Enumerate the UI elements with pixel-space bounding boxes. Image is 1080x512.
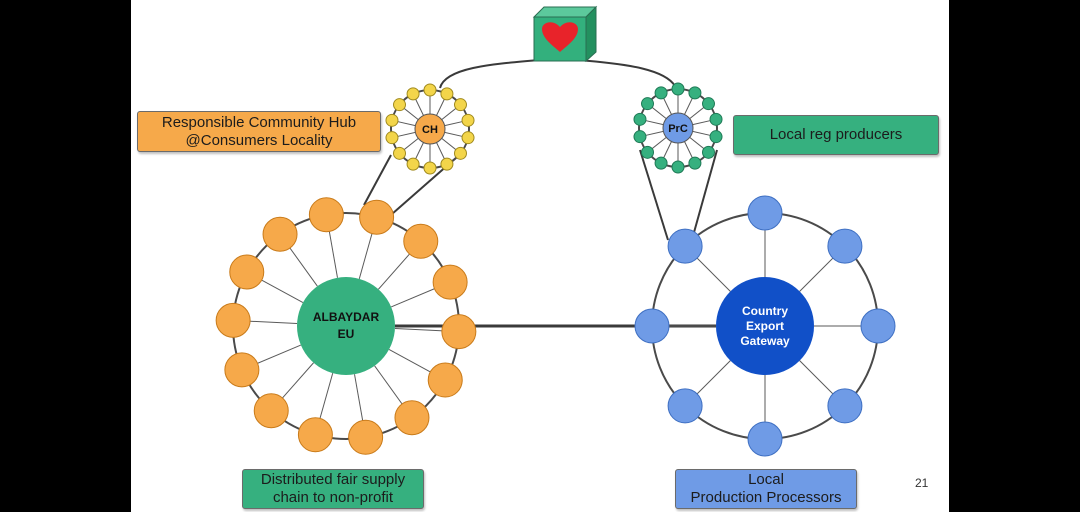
supply-chain-label: Distributed fair supply chain to non-pro… xyxy=(242,469,424,509)
prc-node xyxy=(688,86,702,100)
prc-hub xyxy=(662,112,694,144)
ch-node xyxy=(461,113,475,127)
prc-node xyxy=(701,145,715,159)
heart-cube-icon xyxy=(532,5,598,63)
prc-node xyxy=(654,86,668,100)
prc-node xyxy=(641,97,655,111)
gateway-node xyxy=(634,308,670,344)
gateway-node xyxy=(860,308,896,344)
prc-node xyxy=(688,156,702,170)
albaydar-node xyxy=(253,393,289,429)
prc-node xyxy=(654,156,668,170)
ch-node xyxy=(393,98,407,112)
supply-chain-line2: chain to non-profit xyxy=(272,489,394,506)
ch-node xyxy=(453,98,467,112)
zoom-line-prc-left xyxy=(639,149,669,241)
local-producers-label: Local reg producers xyxy=(733,115,939,155)
ch-node xyxy=(385,131,399,145)
gateway-network xyxy=(634,195,896,457)
ch-node xyxy=(440,87,454,101)
ch-node xyxy=(406,157,420,171)
processors-line2: Production Processors xyxy=(690,489,842,506)
albaydar-node xyxy=(224,352,260,388)
albaydar-label-line1: ALBAYDAR xyxy=(313,310,380,324)
ch-label: CH xyxy=(422,124,438,136)
gateway-label-line2: Export xyxy=(746,319,784,333)
processors-line1: Local xyxy=(748,471,784,488)
albaydar-label-line2: EU xyxy=(338,327,355,341)
gateway-label-line3: Gateway xyxy=(740,334,790,348)
albaydar-node xyxy=(403,223,439,259)
albaydar-node xyxy=(262,216,298,252)
prc-node xyxy=(633,112,647,126)
ch-hub xyxy=(414,113,446,145)
gateway-hub xyxy=(716,277,814,375)
gateway-label-line1: Country xyxy=(742,304,788,318)
community-hub-line2: @Consumers Locality xyxy=(185,131,333,149)
albaydar-node xyxy=(229,254,265,290)
albaydar-node xyxy=(215,302,251,338)
prc-node xyxy=(709,112,723,126)
prc-node xyxy=(633,130,647,144)
connector-heart-to-prc xyxy=(577,59,676,87)
zoom-line-ch-left xyxy=(363,154,392,206)
community-hub-line1: Responsible Community Hub xyxy=(161,113,357,131)
albaydar-node xyxy=(308,197,344,233)
ch-node xyxy=(453,146,467,160)
prc-node xyxy=(709,130,723,144)
processors-label: Local Production Processors xyxy=(675,469,857,509)
albaydar-node xyxy=(441,314,477,350)
gateway-node xyxy=(827,228,863,264)
albaydar-node xyxy=(432,264,468,300)
ch-node xyxy=(393,146,407,160)
ch-node xyxy=(423,83,437,97)
albaydar-node xyxy=(348,419,384,455)
ch-network xyxy=(385,83,475,175)
albaydar-node xyxy=(359,199,395,235)
supply-chain-line1: Distributed fair supply xyxy=(260,471,406,488)
albaydar-node xyxy=(394,400,430,436)
community-hub-label: Responsible Community Hub @Consumers Loc… xyxy=(137,111,381,152)
albaydar-hub xyxy=(297,277,395,375)
gateway-node xyxy=(667,388,703,424)
gateway-node xyxy=(827,388,863,424)
gateway-node xyxy=(747,421,783,457)
local-producers-text: Local reg producers xyxy=(769,126,903,143)
page-number: 21 xyxy=(915,476,929,490)
ch-node xyxy=(461,131,475,145)
ch-node xyxy=(440,157,454,171)
albaydar-node xyxy=(297,417,333,453)
prc-node xyxy=(671,82,685,96)
prc-label: PrC xyxy=(668,123,688,135)
zoom-line-prc-right xyxy=(692,149,718,237)
ch-node xyxy=(385,113,399,127)
prc-node xyxy=(641,145,655,159)
ch-node xyxy=(423,161,437,175)
gateway-node xyxy=(747,195,783,231)
albaydar-network xyxy=(215,197,477,455)
prc-network xyxy=(633,82,723,174)
connector-heart-to-ch xyxy=(439,59,541,89)
ch-node xyxy=(406,87,420,101)
prc-node xyxy=(671,160,685,174)
albaydar-node xyxy=(427,362,463,398)
gateway-node xyxy=(667,228,703,264)
prc-node xyxy=(701,97,715,111)
